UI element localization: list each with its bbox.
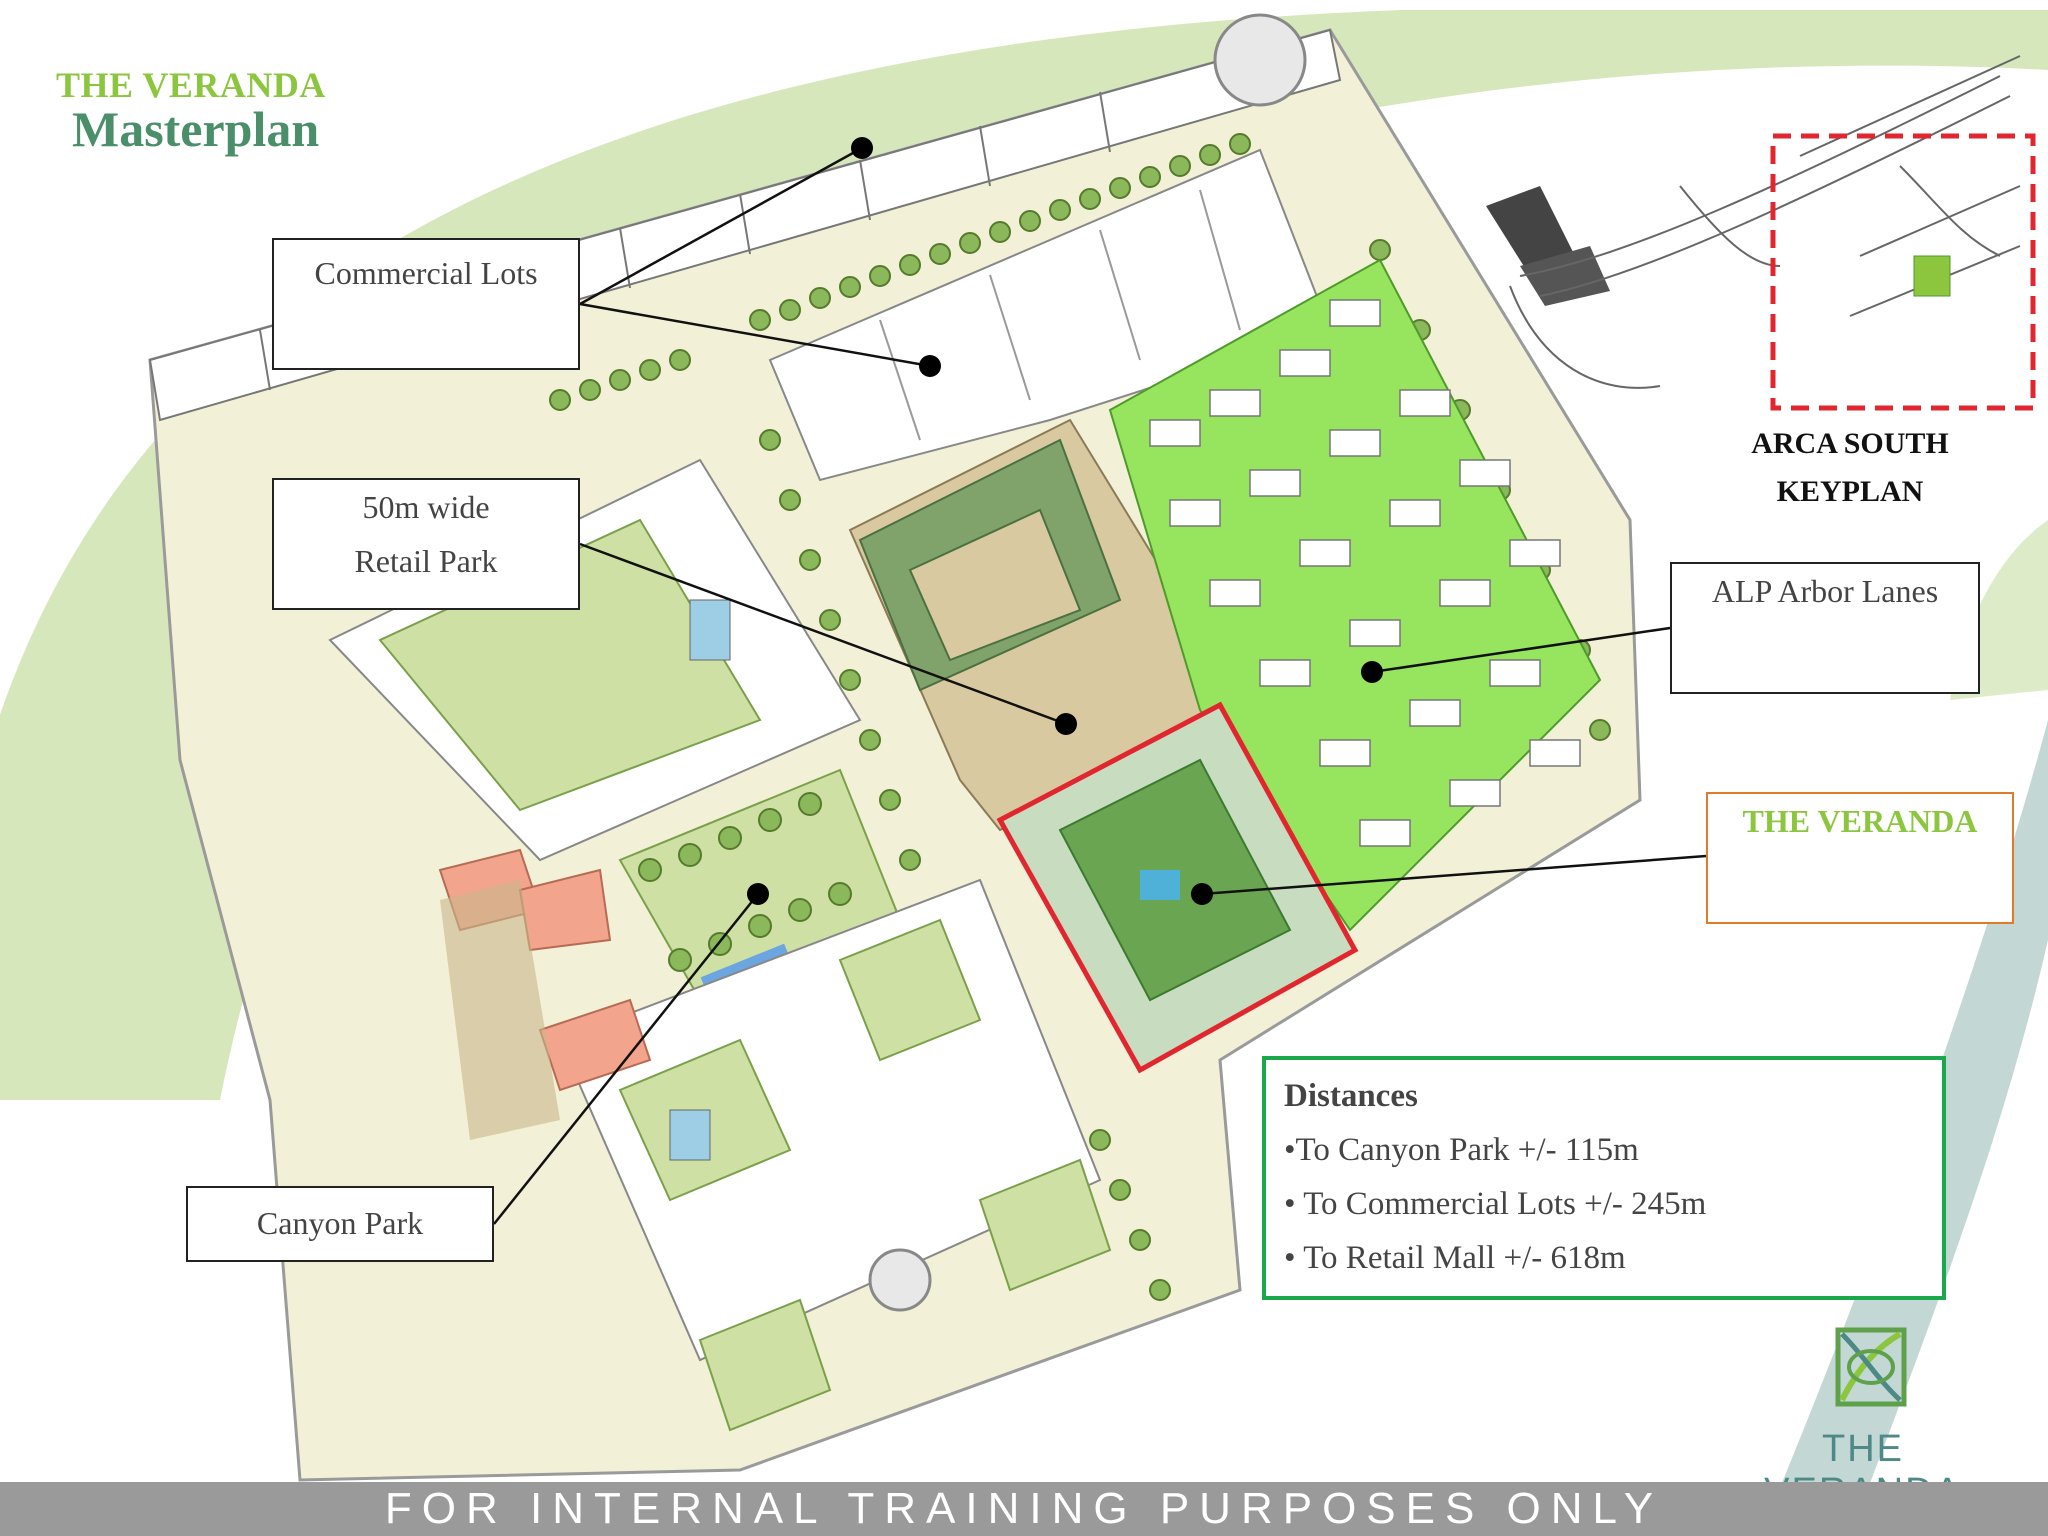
distances-heading: Distances (1284, 1078, 1418, 1114)
pool (689, 599, 731, 661)
keyplan-label-line2: KEYPLAN (1776, 475, 1924, 508)
callout-the-veranda: THE VERANDA (1706, 792, 2014, 924)
keyplan-label-line1: ARCA SOUTH (1751, 427, 1949, 460)
keyplan-roads (1509, 55, 2021, 389)
distance-item-retail-mall: • To Retail Mall +/- 618m (1284, 1240, 1626, 1276)
callout-arbor-lanes: ALP Arbor Lanes (1670, 562, 1980, 694)
callout-retail-park-line1: 50m wide (362, 489, 490, 525)
footer-text: FOR INTERNAL TRAINING PURPOSES ONLY (384, 1484, 1664, 1533)
callout-arbor-lanes-label: ALP Arbor Lanes (1711, 573, 1939, 609)
callout-commercial-lots-label: Commercial Lots (314, 255, 538, 291)
page-title: Masterplan (72, 101, 320, 157)
keyplan-veranda-highlight (1913, 255, 1951, 297)
keyplan-dark-parcel (1486, 186, 1575, 276)
callout-retail-park: 50m wide Retail Park (272, 478, 580, 610)
lower-pool (669, 1109, 711, 1161)
roundabout-top (1213, 13, 1307, 107)
callout-canyon-park: Canyon Park (186, 1186, 494, 1262)
callout-canyon-park-label: Canyon Park (256, 1205, 424, 1241)
distances-panel: Distances •To Canyon Park +/- 115m • To … (1262, 1056, 1946, 1300)
callout-commercial-lots: Commercial Lots (272, 238, 580, 370)
veranda-logo-icon (1835, 1327, 1907, 1407)
project-title: THE VERANDA (56, 65, 326, 105)
keyplan-dark-parcel-2 (1520, 246, 1610, 306)
callout-retail-park-line2: Retail Park (354, 543, 498, 579)
distance-item-commercial-lots: • To Commercial Lots +/- 245m (1284, 1186, 1707, 1222)
keyplan-label: ARCA SOUTH KEYPLAN (1730, 420, 1970, 516)
roundabout (868, 1248, 932, 1312)
keyplan-inset (1486, 55, 2036, 411)
footer-banner: FOR INTERNAL TRAINING PURPOSES ONLY (0, 1482, 2048, 1536)
callout-the-veranda-label: THE VERANDA (1742, 803, 1978, 839)
distance-item-canyon-park: •To Canyon Park +/- 115m (1284, 1132, 1639, 1168)
keyplan-dashed-box (1770, 133, 2036, 411)
veranda-pool (1140, 870, 1180, 900)
